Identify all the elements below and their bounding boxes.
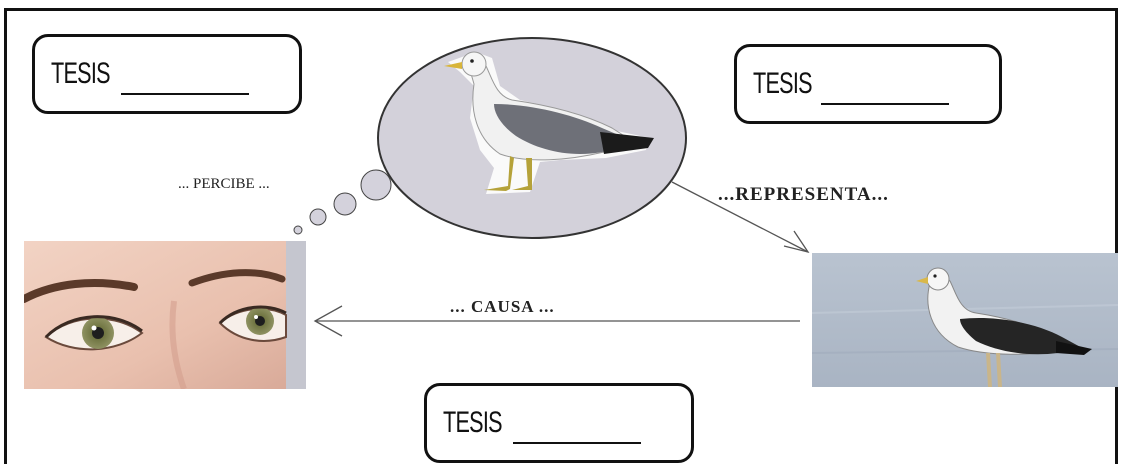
thought-bubble-dot-4 [360, 169, 392, 201]
tesis-box-3: TESIS [424, 383, 694, 463]
diagram-frame [4, 8, 1118, 464]
tesis-blank-1[interactable] [121, 93, 249, 95]
thought-bubble-dot-3 [333, 192, 357, 216]
tesis-blank-3[interactable] [513, 442, 641, 444]
representa-label: ...REPRESENTA... [718, 184, 889, 205]
thought-bubble-dot-1 [293, 225, 303, 235]
thought-bubble-dot-2 [309, 208, 327, 226]
tesis-label-3: TESIS [443, 406, 503, 439]
gull-photo [812, 253, 1118, 387]
causa-label: ... CAUSA ... [450, 297, 555, 316]
tesis-box-2: TESIS [734, 44, 1002, 124]
eyes-photo [24, 241, 306, 389]
tesis-blank-2[interactable] [821, 103, 949, 105]
percibe-label: ... PERCIBE ... [178, 176, 270, 192]
tesis-label-2: TESIS [753, 67, 813, 100]
tesis-label-1: TESIS [51, 57, 111, 90]
gull-cutout-image [444, 51, 654, 194]
arrow-representa-head [783, 230, 810, 254]
tesis-box-1: TESIS [32, 34, 302, 114]
arrow-representa [671, 181, 809, 253]
arrow-causa-head [313, 305, 343, 337]
